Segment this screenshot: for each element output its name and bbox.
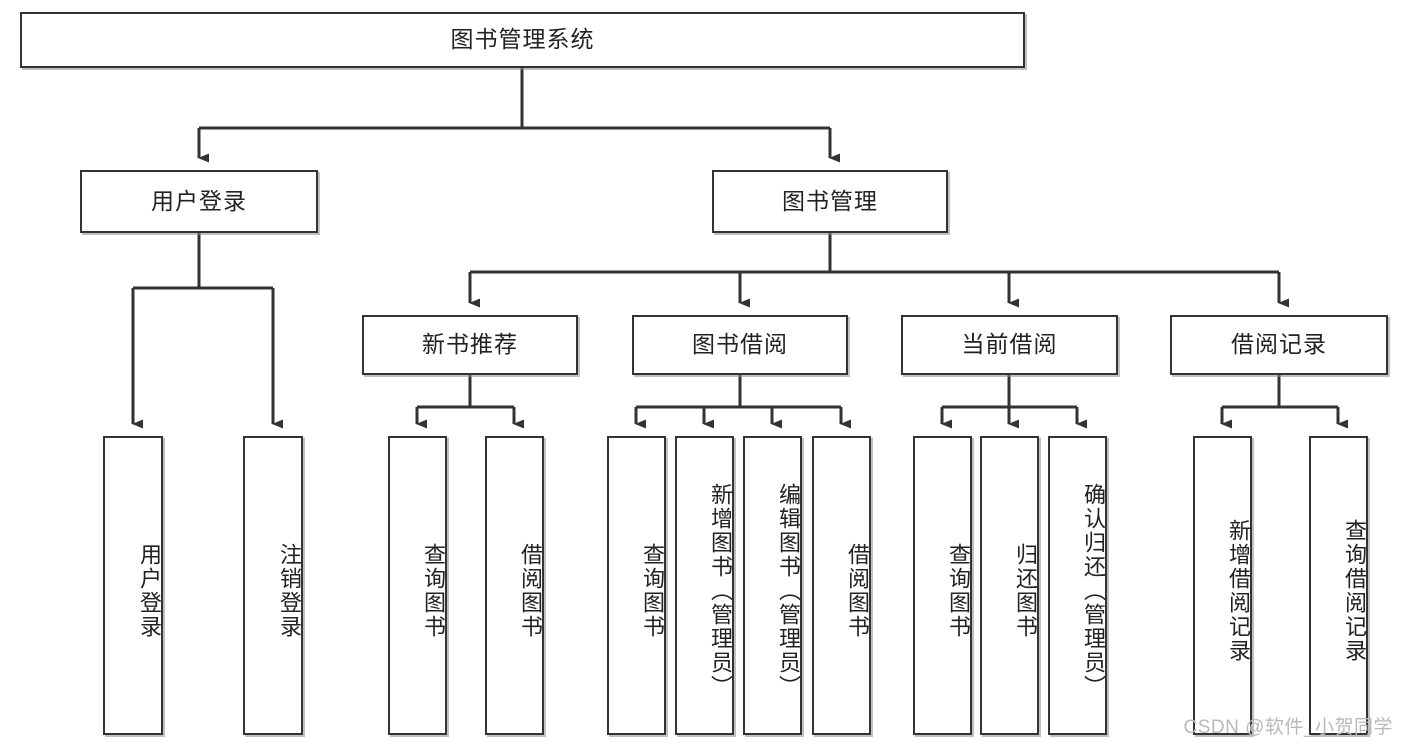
leaf-query-book-borrow[interactable]: 查询图书 — [607, 436, 666, 735]
leaf-label: 确认归还（管理员） — [1081, 482, 1106, 699]
leaf-query-book-current[interactable]: 查询图书 — [913, 436, 972, 735]
leaf-confirm-return-admin[interactable]: 确认归还（管理员） — [1048, 436, 1107, 735]
leaf-label: 查询图书 — [640, 542, 665, 639]
leaf-query-borrow-record[interactable]: 查询借阅记录 — [1309, 436, 1368, 735]
leaf-label: 新增借阅记录 — [1226, 518, 1251, 663]
node-user-login[interactable]: 用户登录 — [80, 170, 318, 233]
leaf-user-login[interactable]: 用户登录 — [103, 436, 163, 735]
csdn-watermark: CSDN @软件_小贺同学 — [1183, 717, 1393, 738]
leaf-label: 借阅图书 — [845, 542, 870, 639]
node-root-system[interactable]: 图书管理系统 — [20, 12, 1025, 68]
node-borrow-record[interactable]: 借阅记录 — [1170, 315, 1388, 375]
leaf-add-borrow-record[interactable]: 新增借阅记录 — [1193, 436, 1252, 735]
leaf-label: 归还图书 — [1013, 542, 1038, 639]
leaf-label: 查询借阅记录 — [1342, 518, 1367, 663]
leaf-label: 查询图书 — [421, 542, 446, 639]
leaf-label: 注销登录 — [277, 542, 302, 639]
node-current-borrow[interactable]: 当前借阅 — [901, 315, 1118, 375]
node-new-book-recommend[interactable]: 新书推荐 — [362, 315, 578, 375]
leaf-label: 用户登录 — [137, 542, 162, 639]
leaf-label: 借阅图书 — [518, 542, 543, 639]
node-book-manage[interactable]: 图书管理 — [712, 170, 948, 233]
leaf-user-logout[interactable]: 注销登录 — [243, 436, 303, 735]
leaf-label: 编辑图书（管理员） — [776, 482, 801, 699]
leaf-return-book[interactable]: 归还图书 — [980, 436, 1039, 735]
leaf-borrow-book-borrow[interactable]: 借阅图书 — [812, 436, 871, 735]
leaf-edit-book-admin[interactable]: 编辑图书（管理员） — [743, 436, 802, 735]
node-book-borrow[interactable]: 图书借阅 — [632, 315, 848, 375]
leaf-query-book-recommend[interactable]: 查询图书 — [388, 436, 447, 735]
leaf-borrow-book-recommend[interactable]: 借阅图书 — [485, 436, 544, 735]
leaf-label: 新增图书（管理员） — [708, 482, 733, 699]
leaf-add-book-admin[interactable]: 新增图书（管理员） — [675, 436, 734, 735]
leaf-label: 查询图书 — [946, 542, 971, 639]
